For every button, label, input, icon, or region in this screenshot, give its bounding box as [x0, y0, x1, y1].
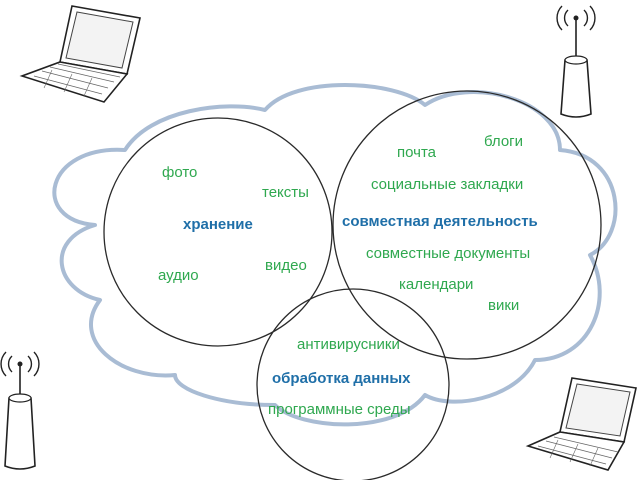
storage-item-video: видео [265, 257, 307, 274]
collab-item-shared-docs: совместные документы [366, 245, 530, 262]
processing-item-antivirus: антивирусники [297, 336, 400, 353]
laptop-icon [19, 5, 141, 103]
laptop-icon [525, 377, 637, 471]
processing-heading: обработка данных [272, 370, 411, 387]
collab-heading: совместная деятельность [342, 213, 538, 230]
cloud-shape [52, 83, 618, 427]
storage-item-texts: тексты [262, 184, 309, 201]
collab-item-calendars: календари [399, 276, 473, 293]
storage-item-photo: фото [162, 164, 197, 181]
collaboration-circle [332, 90, 602, 360]
collab-item-social-bookmarks: социальные закладки [371, 176, 523, 193]
wireless-antenna-icon [556, 5, 596, 118]
storage-item-audio: аудио [158, 267, 199, 284]
processing-item-dev-env: программные среды [268, 401, 411, 418]
storage-heading: хранение [183, 216, 253, 233]
collab-item-blogs: блоги [484, 133, 523, 150]
collab-item-wiki: вики [488, 297, 519, 314]
storage-circle [103, 117, 333, 347]
wireless-antenna-icon [0, 351, 40, 470]
collab-item-mail: почта [397, 144, 437, 161]
